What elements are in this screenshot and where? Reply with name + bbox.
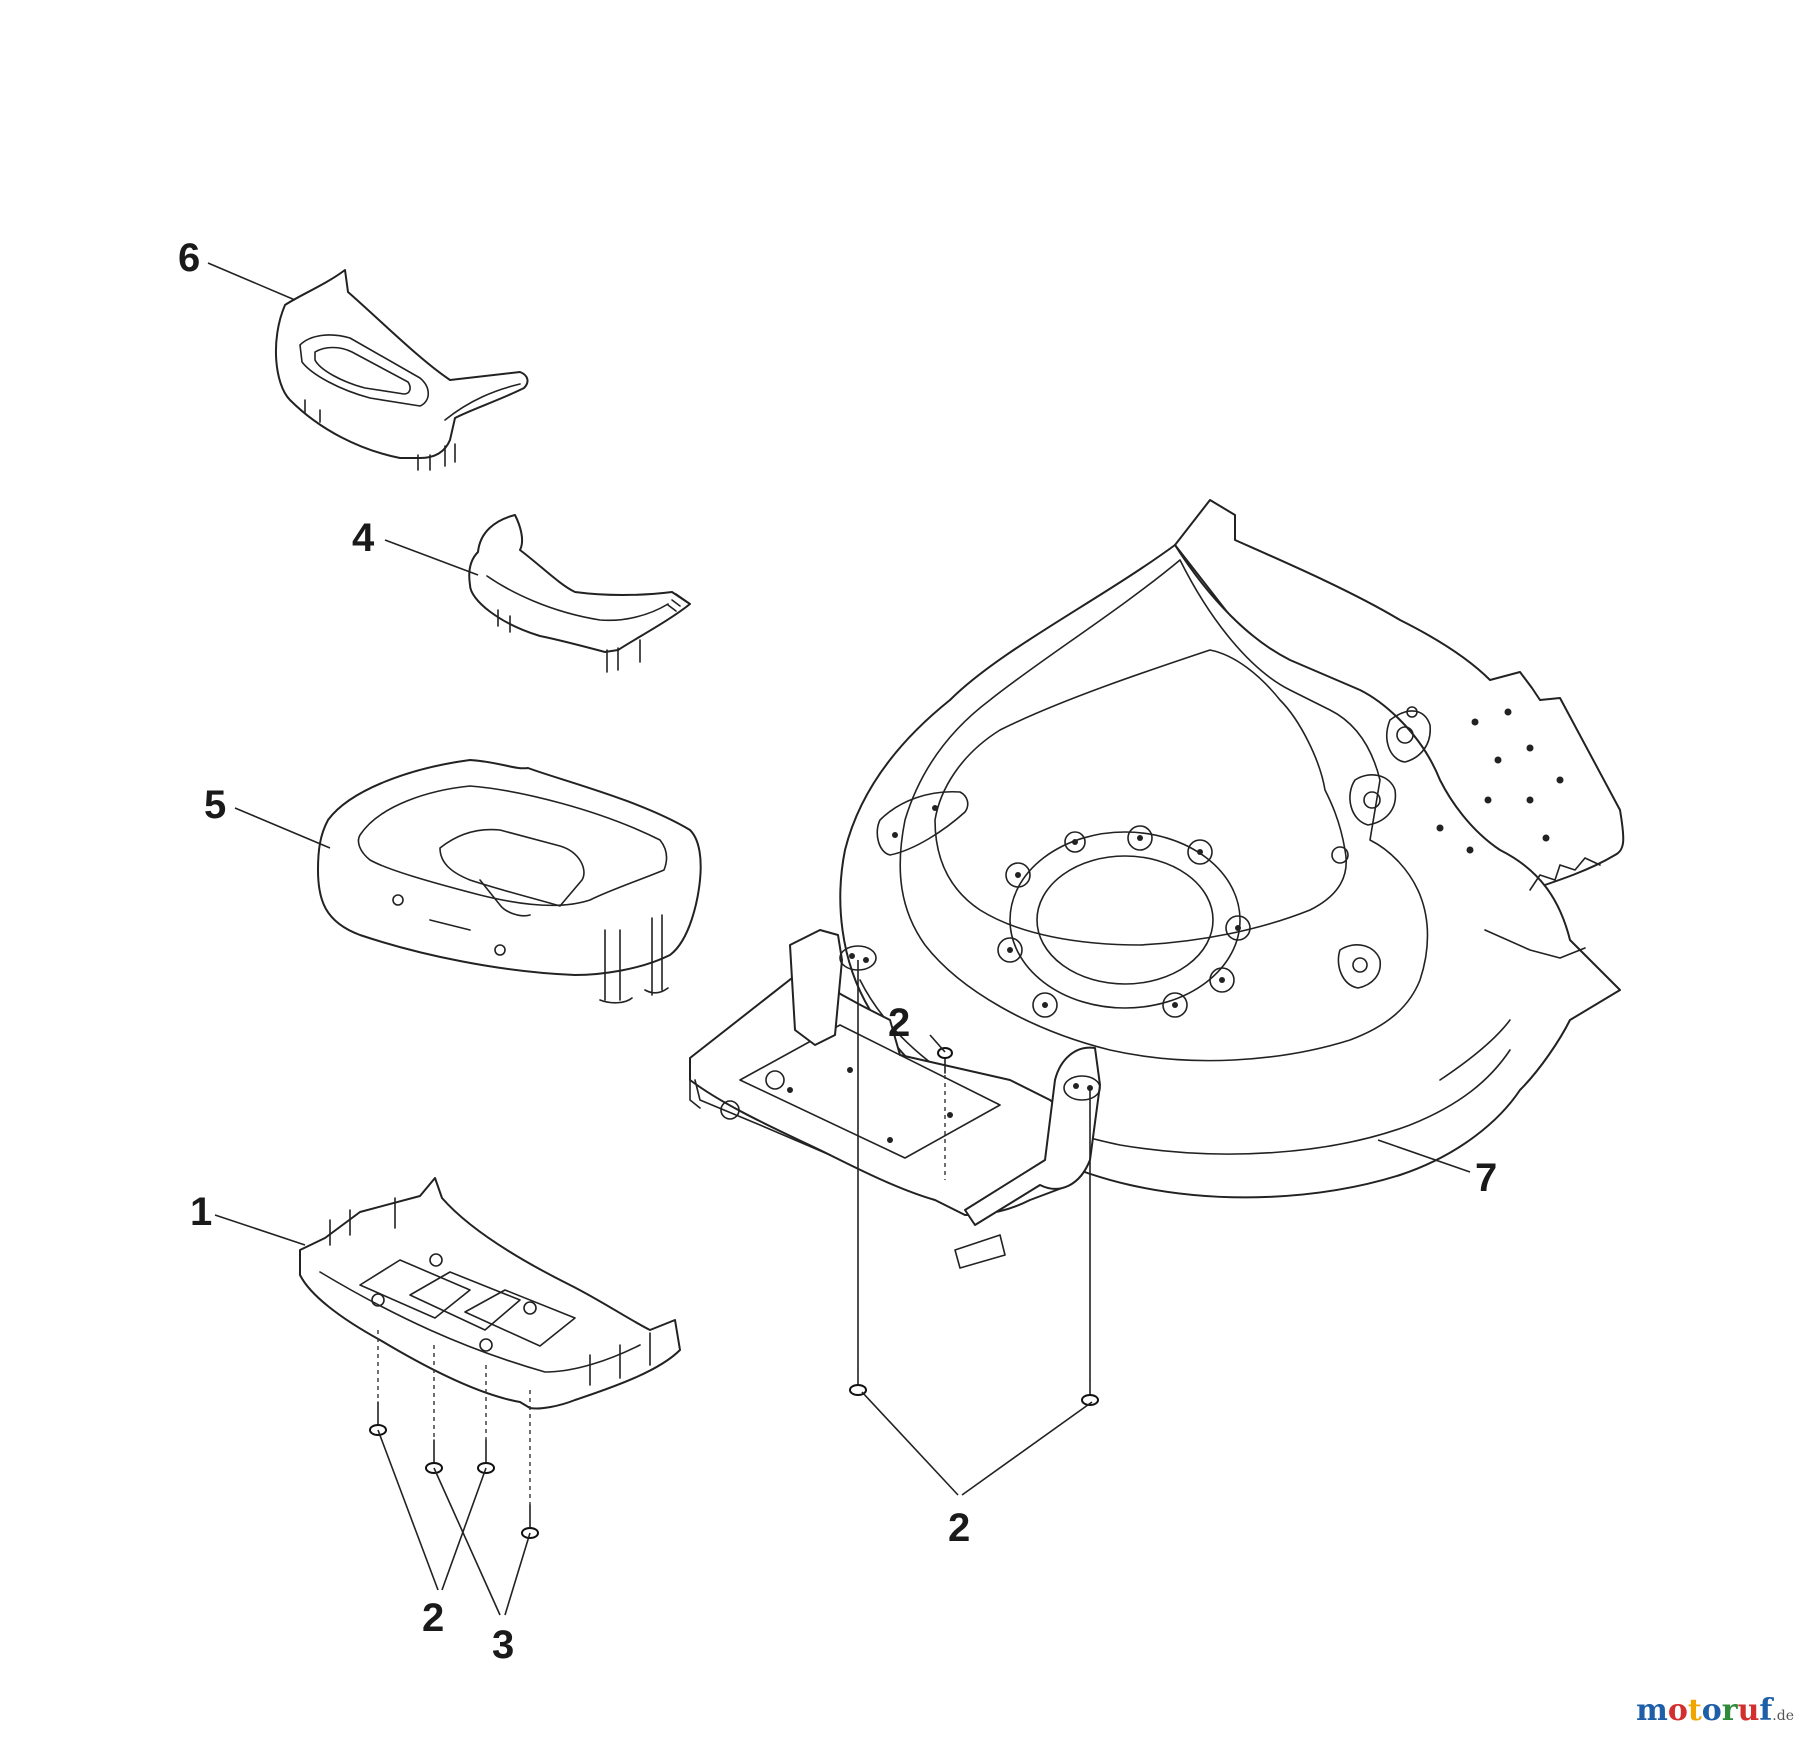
- watermark-letter: f: [1759, 1693, 1773, 1728]
- watermark-letter: m: [1636, 1693, 1668, 1728]
- callout-2-bottom-left: 2: [422, 1596, 445, 1640]
- callout-1: 1: [190, 1190, 213, 1234]
- callout-3: 3: [492, 1623, 515, 1667]
- callout-2-deck-bottom: 2: [948, 1506, 971, 1550]
- watermark-letter: o: [1701, 1693, 1722, 1728]
- motor-mount-bosses: [997, 825, 1251, 1018]
- part-6-front-handle: [275, 269, 529, 471]
- skid-plate-fixing-lines: [377, 1330, 531, 1505]
- watermark-letters: motoruf: [1636, 1693, 1772, 1728]
- part-1-skid-plate: [299, 1177, 681, 1410]
- callout-6: 6: [178, 236, 201, 280]
- watermark-letter: t: [1687, 1693, 1702, 1728]
- watermark-tld: .de: [1772, 1708, 1794, 1724]
- callout-7: 7: [1475, 1156, 1498, 1200]
- deck-fixing-lines: [857, 960, 1091, 1380]
- rear-plate-holes: [1436, 708, 1564, 854]
- screw-icon: [937, 1047, 953, 1074]
- part-7-mower-deck: [689, 499, 1625, 1269]
- skid-plate-screws: [369, 1401, 539, 1539]
- callout-4: 4: [352, 516, 375, 560]
- callout-2-deck-top: 2: [888, 1001, 911, 1045]
- callout-5: 5: [204, 783, 227, 827]
- watermark-letter: u: [1737, 1693, 1760, 1728]
- watermark-letter: r: [1721, 1693, 1738, 1728]
- watermark-letter: o: [1667, 1693, 1688, 1728]
- callout-leaders: [207, 262, 1471, 1616]
- part-5-front-cover: [317, 759, 702, 1004]
- screw-icon: [849, 1369, 867, 1396]
- screw-icon: [1081, 1379, 1099, 1406]
- motoruf-watermark-logo: motoruf.de: [1636, 1696, 1794, 1726]
- part-4-handle-insert: [468, 514, 691, 673]
- screw-icon: [369, 1401, 387, 1436]
